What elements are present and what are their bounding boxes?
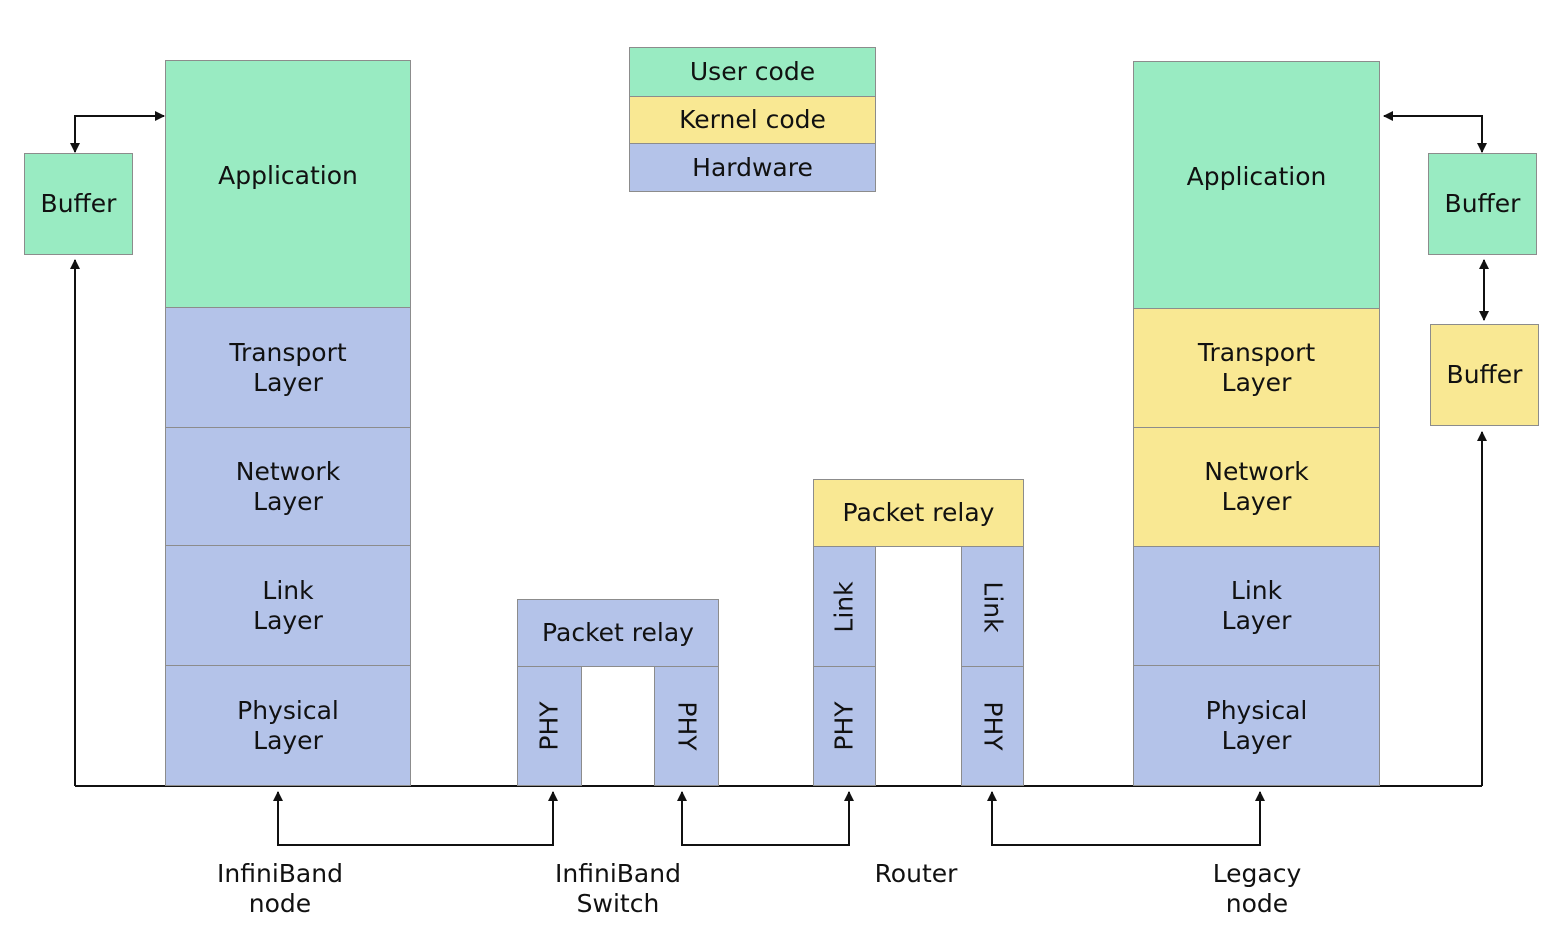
- infiniband-node-transport-layer: Transport Layer: [165, 307, 411, 428]
- infiniband-node-application-label: Application: [218, 161, 358, 190]
- legend-kernel-code: Kernel code: [629, 96, 876, 144]
- infiniband-node-buffer: Buffer: [24, 153, 133, 255]
- right-app-arrow: [1383, 111, 1483, 150]
- router-packet-relay: Packet relay: [813, 479, 1024, 547]
- infiniband-switch-phy-right-label: PHY: [672, 701, 702, 751]
- infiniband-node-network-layer: Network Layer: [165, 427, 411, 546]
- infiniband-switch-phy-left: PHY: [517, 666, 582, 786]
- infiniband-switch-packet-relay: Packet relay: [517, 599, 719, 667]
- legacy-node-application-label: Application: [1186, 162, 1327, 191]
- legacy-node-transport-layer: Transport Layer: [1133, 308, 1380, 428]
- infiniband-node-link-layer: Link Layer: [165, 545, 411, 666]
- legend-hardware: Hardware: [629, 143, 876, 192]
- switch-router-link: [681, 830, 850, 846]
- router-phy-left-label: PHY: [829, 701, 859, 751]
- router-link-right-label: Link: [978, 580, 1008, 633]
- router-link-left: Link: [813, 546, 876, 667]
- legacy-node-caption: Legacy node: [1212, 859, 1302, 918]
- legacy-node-physical-layer: Physical Layer: [1133, 665, 1380, 786]
- legacy-node-network-layer: Network Layer: [1133, 427, 1380, 547]
- infiniband-switch-caption: InfiniBand Switch: [555, 859, 681, 918]
- infiniband-switch-phy-right: PHY: [654, 666, 719, 786]
- infiniband-node-application: Application: [165, 60, 411, 308]
- router-link-left-label: Link: [829, 580, 859, 633]
- legacy-node-kernel-buffer: Buffer: [1430, 324, 1539, 426]
- router-link-right: Link: [961, 546, 1024, 667]
- legacy-node-user-buffer: Buffer: [1428, 153, 1537, 255]
- legacy-node-application: Application: [1133, 61, 1380, 309]
- infiniband-node-caption: InfiniBand node: [217, 859, 343, 918]
- infiniband-node-physical-layer: Physical Layer: [165, 665, 411, 786]
- router-legacy-link: [991, 830, 1261, 846]
- infiniband-switch-phy-left-label: PHY: [534, 701, 564, 751]
- legend-user-code: User code: [629, 47, 876, 97]
- router-caption: Router: [874, 859, 958, 888]
- legacy-node-link-layer: Link Layer: [1133, 546, 1380, 666]
- router-phy-right: PHY: [961, 666, 1024, 786]
- router-phy-right-label: PHY: [978, 701, 1008, 751]
- left-app-arrow: [74, 111, 165, 150]
- router-phy-left: PHY: [813, 666, 876, 786]
- node-switch-link: [277, 830, 554, 846]
